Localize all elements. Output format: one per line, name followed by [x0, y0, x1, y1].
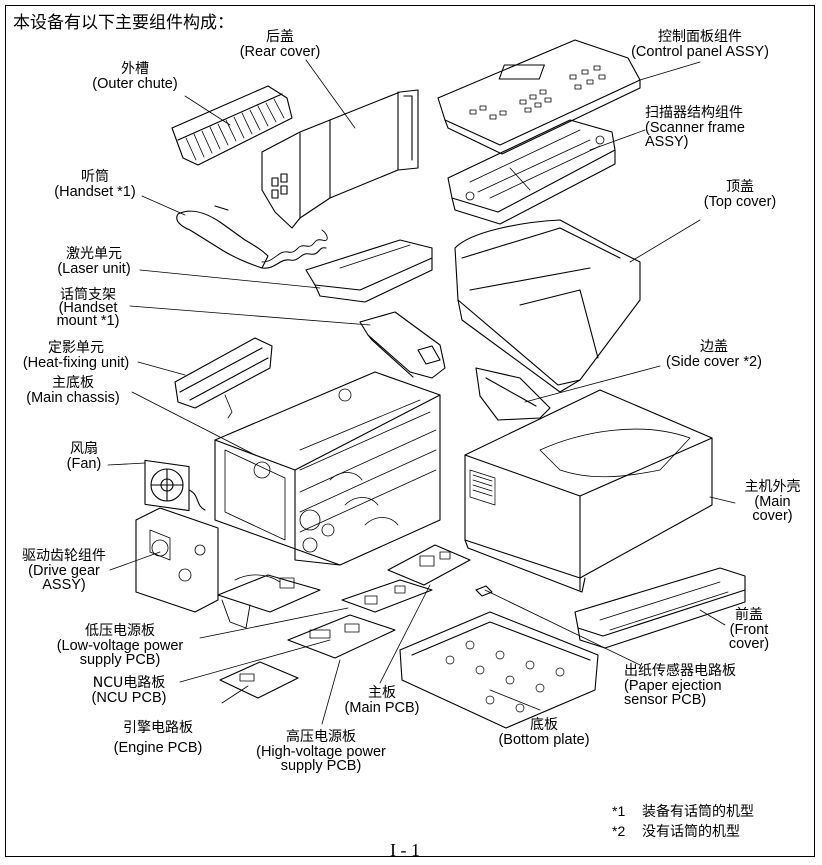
diagram-frame [5, 5, 815, 857]
scanner-frame-part [447, 119, 616, 225]
label-front-cover: 前盖 (Front cover) [728, 607, 770, 652]
drive-gear-part [135, 507, 219, 613]
high-voltage-pcb-part [287, 614, 396, 659]
label-main-chassis: 主底板 (Main chassis) [26, 375, 120, 406]
label-ncu-pcb: NCU电路板 (NCU PCB) [91, 675, 167, 706]
label-top-cover: 顶盖 (Top cover) [703, 179, 777, 210]
bottom-plate-part [399, 611, 599, 729]
label-main-cover: 主机外壳 (Main cover) [744, 479, 801, 524]
label-fan: 风扇 (Fan) [66, 441, 102, 472]
label-scanner-frame: 扫描器结构组件 (Scanner frame ASSY) [645, 105, 745, 150]
label-control-panel: 控制面板组件 (Control panel ASSY) [631, 29, 769, 60]
label-outer-chute: 外槽 (Outer chute) [92, 61, 178, 92]
main-pcb-part [387, 544, 471, 586]
label-paper-ejection-pcb: 出纸传感器电路板 (Paper ejection sensor PCB) [624, 663, 736, 708]
leader-lines [107, 59, 736, 725]
label-high-voltage-pcb: 高压电源板 (High-voltage power supply PCB) [256, 729, 386, 774]
page-heading: 本设备有以下主要组件构成： [13, 13, 234, 33]
label-handset: 听筒 (Handset *1) [54, 169, 136, 200]
label-heat-fixing-unit: 定影单元 (Heat-fixing unit) [22, 340, 130, 371]
page-number: I - 1 [390, 840, 420, 860]
label-bottom-plate: 底板 (Bottom plate) [498, 717, 590, 748]
label-rear-cover: 后盖 (Rear cover) [239, 29, 321, 60]
label-engine-pcb: 引擎电路板 (Engine PCB) [113, 720, 203, 756]
front-cover-part [574, 567, 746, 649]
fan-part [144, 459, 206, 512]
handset-mount-part [359, 311, 446, 379]
label-drive-gear: 驱动齿轮组件 (Drive gear ASSY) [22, 548, 106, 593]
label-laser-unit: 激光单元 (Laser unit) [57, 246, 131, 277]
outer-chute-part [171, 85, 293, 166]
low-voltage-pcb-part [217, 574, 321, 629]
main-chassis-part [214, 371, 441, 566]
ncu-pcb-part [341, 579, 433, 613]
laser-unit-part [305, 239, 433, 303]
control-panel-part [437, 39, 641, 155]
handset-part [176, 205, 328, 269]
rear-cover-part [261, 89, 419, 229]
side-cover-part [475, 367, 551, 421]
engine-pcb-part [219, 661, 299, 699]
top-cover-part [454, 219, 641, 393]
heat-fixing-part [174, 337, 273, 419]
label-low-voltage-pcb: 低压电源板 (Low-voltage power supply PCB) [56, 623, 184, 668]
main-cover-part [464, 389, 713, 593]
label-handset-mount: 话筒支架 (Handset mount *1) [56, 287, 120, 329]
label-side-cover: 边盖 (Side cover *2) [666, 339, 762, 370]
paper-ejection-pcb-part [475, 585, 493, 597]
label-main-pcb: 主板 (Main PCB) [344, 685, 420, 716]
